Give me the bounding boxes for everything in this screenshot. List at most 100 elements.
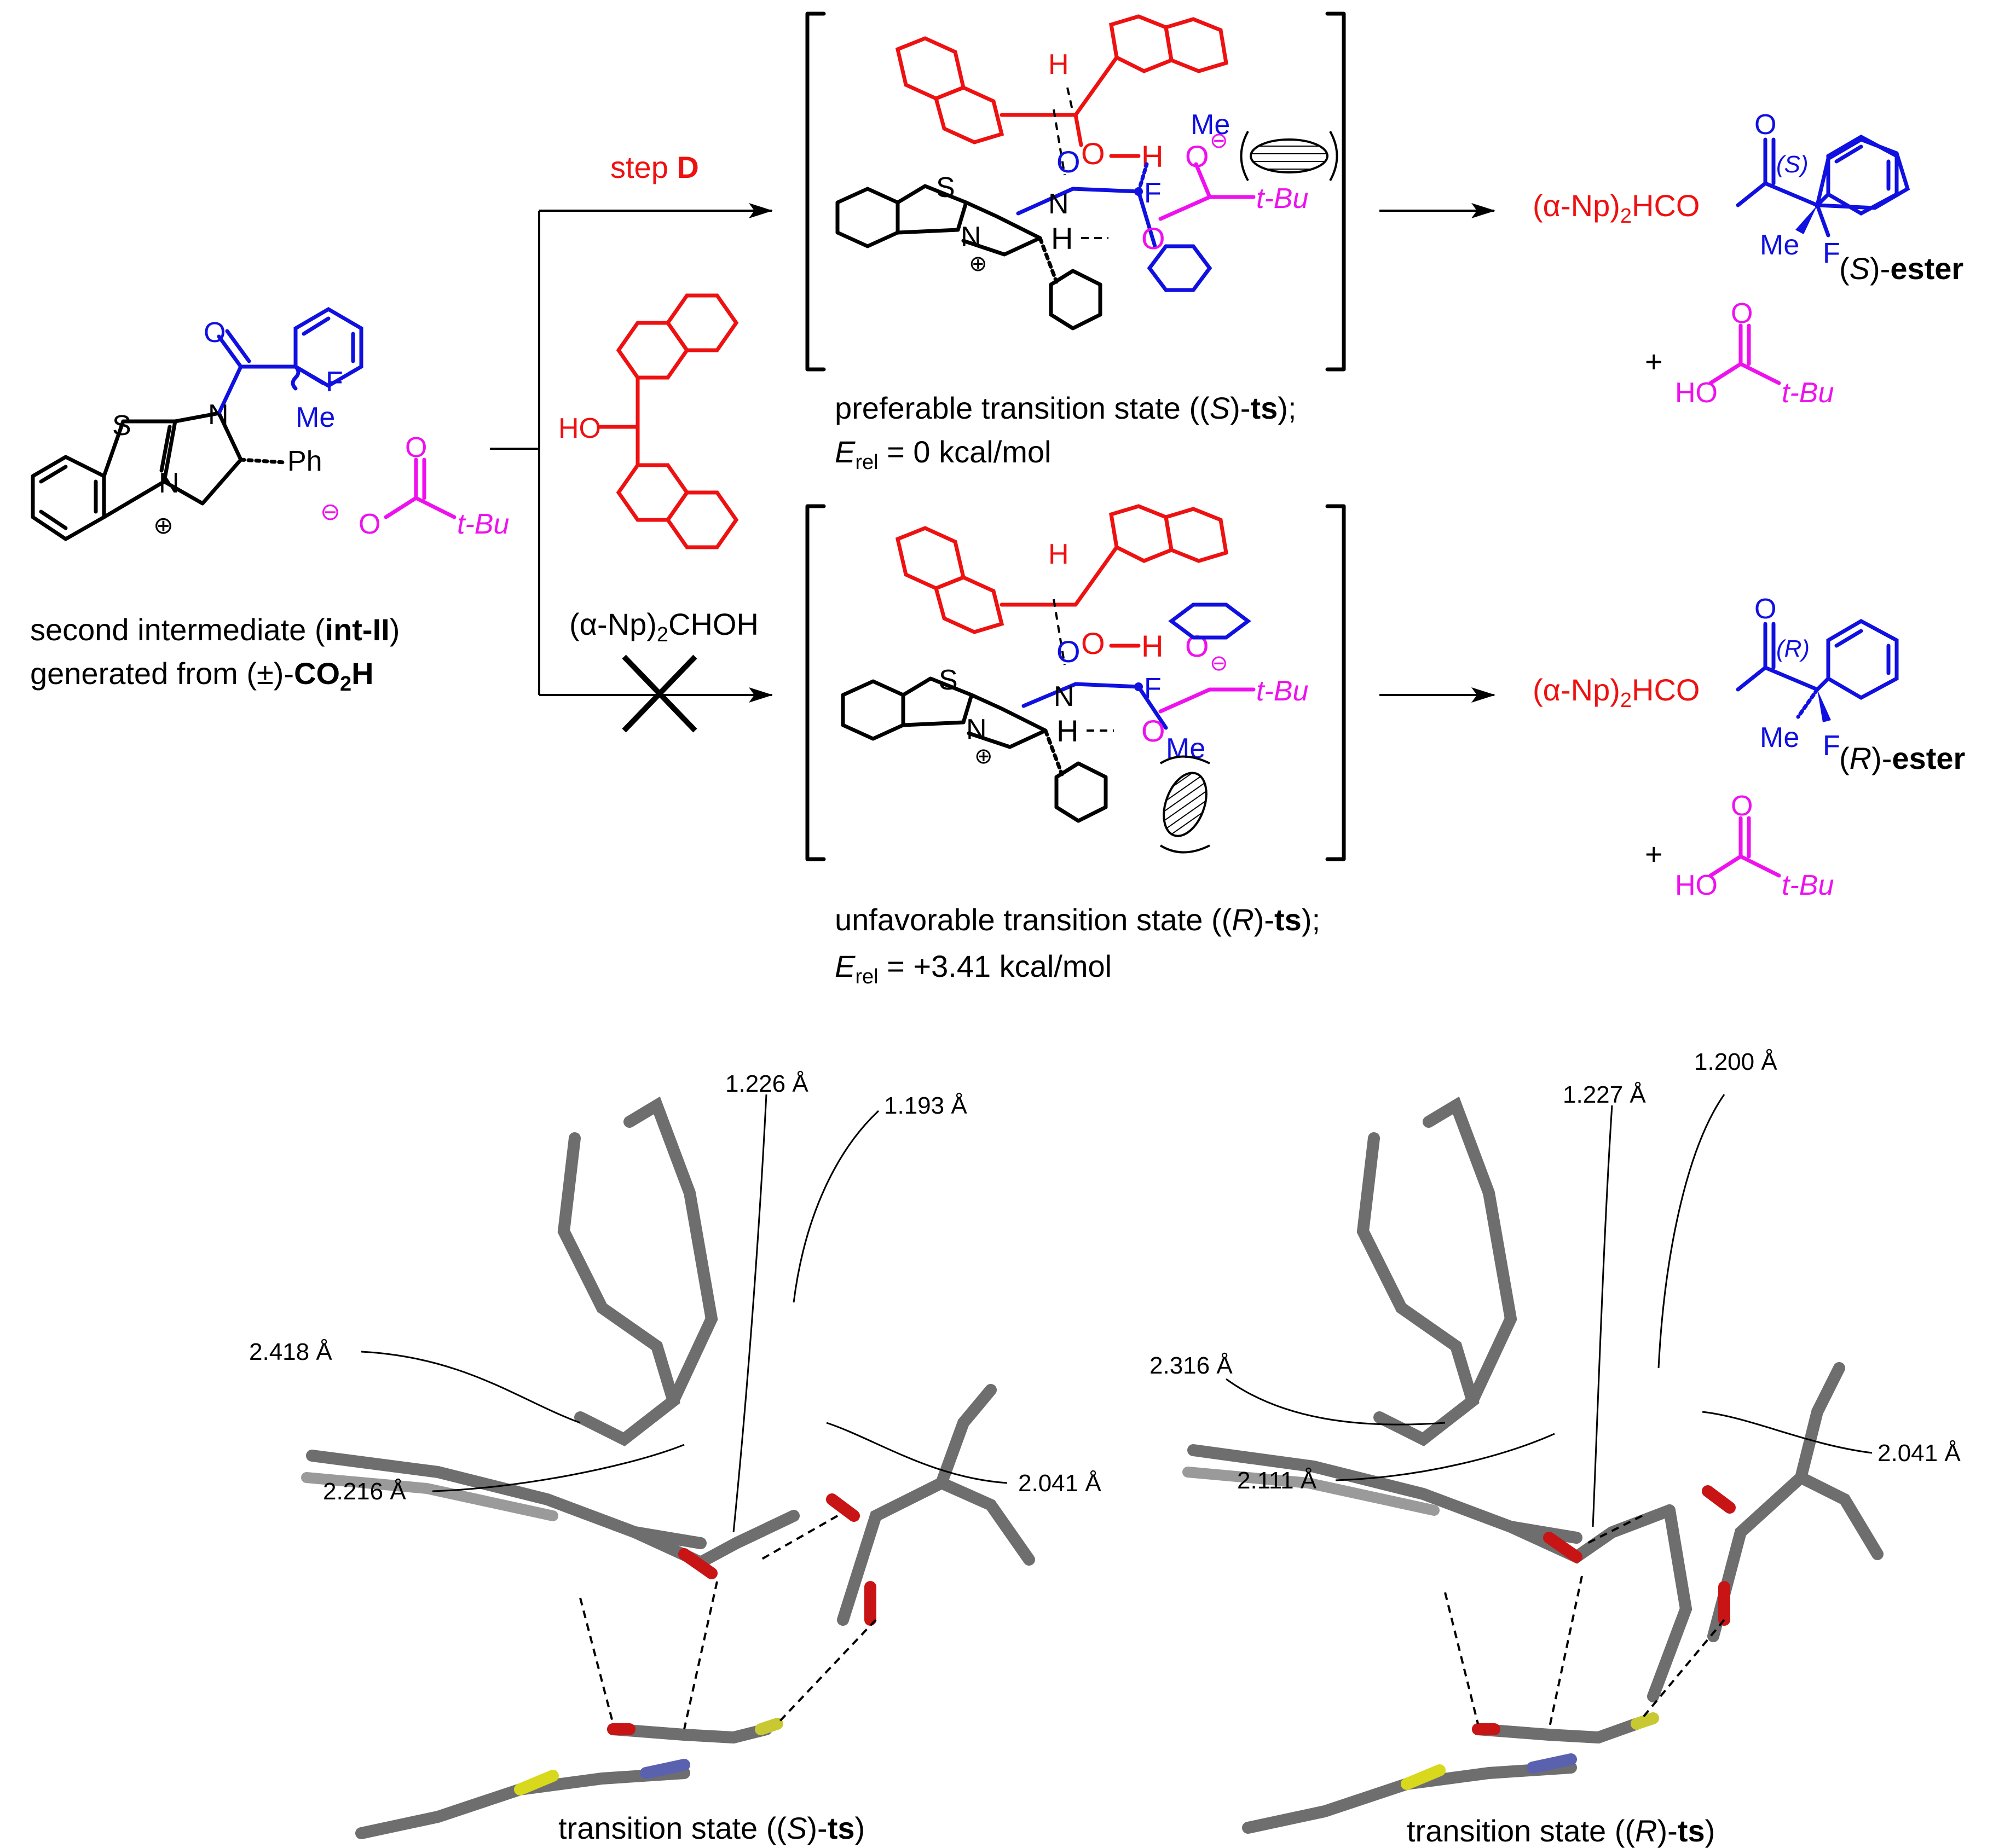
ts-top-S: S <box>936 172 955 204</box>
pS-stereo: (S) <box>1776 151 1809 178</box>
ts-bot-H-mid: H <box>1141 629 1163 663</box>
model-R-caption: transition state ((R)-ts) <box>1407 1814 1715 1848</box>
ts-top-O-H-dash <box>1053 109 1066 176</box>
mR-dist-1: 1.227 Å <box>1563 1081 1646 1108</box>
mR-acyl-rod <box>1472 1718 1643 1744</box>
mS-contact-2 <box>683 1581 718 1730</box>
ts-top-Ph-ring <box>1049 269 1102 331</box>
reagent-naph-bot-ring2 <box>665 490 739 549</box>
pS-F-bond <box>1815 203 1830 237</box>
mS-fluorine <box>755 1718 783 1735</box>
mR-naph-rod-4 <box>1182 1467 1440 1516</box>
ts-bot-minus-charge: ⊖ <box>1210 651 1228 675</box>
mS-sulfur <box>514 1770 559 1795</box>
ts-top-naph1b <box>933 85 1004 144</box>
ts-bot-O-low: O <box>1141 714 1165 748</box>
int-caption-line2: generated from (±)-CO2H <box>30 656 374 696</box>
pS-O-C <box>1736 181 1767 207</box>
ts-top-naph2a <box>1109 14 1174 73</box>
int-phenyl-d1 <box>302 316 331 336</box>
pR-label: (R)-ester <box>1839 741 1965 775</box>
int-piv-O-C <box>384 496 418 519</box>
ts-top-N2: N <box>961 221 981 253</box>
ts-top-CH-hash <box>1066 87 1074 113</box>
mS-naph-rod-4 <box>301 1472 558 1521</box>
model-R: 1.227 Å 1.200 Å 2.316 Å 2.111 Å 2.041 Å <box>1149 1048 1961 1834</box>
pS-wedge-Me <box>1795 205 1817 234</box>
ts-top-bracket-left <box>805 11 826 372</box>
pS-ester-group: (α-Np)2HCO <box>1533 188 1700 228</box>
ts-bot-cat-benzene <box>841 679 905 741</box>
pR-acid-tBu <box>1738 854 1781 878</box>
ts-top-H-low: H <box>1051 221 1073 256</box>
ts-top-tBu: t-Bu <box>1256 183 1308 215</box>
ts-top-plus: ⊕ <box>969 252 987 276</box>
int-S-label: S <box>112 410 131 442</box>
pR-wedge-F <box>1817 690 1831 722</box>
int-plus-charge: ⊕ <box>153 512 174 539</box>
int-piv-tBu: t-Bu <box>457 508 509 540</box>
mR-dist-5: 2.041 Å <box>1878 1440 1961 1467</box>
pS-phenyl <box>1826 134 1899 216</box>
mS-nitrogen <box>640 1759 690 1779</box>
ts-bot-plus: ⊕ <box>974 744 993 768</box>
reagent-naph-top-ring2 <box>665 293 739 352</box>
mS-naph-rod-1 <box>557 1132 680 1446</box>
pR-alpha <box>1763 665 1819 692</box>
reagent-HO-label: HO <box>558 413 601 444</box>
ts-bot-F: F <box>1144 673 1162 704</box>
ts-top-CH-naph2 <box>1073 55 1119 117</box>
int-Me-label: Me <box>296 402 335 433</box>
ts-bot-bracket-right <box>1325 504 1346 861</box>
int-Ph-label: Ph <box>287 445 322 477</box>
mR-core-rod <box>1505 1504 1676 1564</box>
ts-top-acyl-alpha <box>1071 187 1141 194</box>
reagent-naph-top-ring1 <box>616 321 690 380</box>
ts-bot-alpha-Me <box>1136 685 1168 730</box>
int-benzene-double2 <box>39 509 68 530</box>
ts-bot-caption: unfavorable transition state ((R)-ts); <box>835 902 1320 937</box>
pR-O-C <box>1736 665 1767 692</box>
pS-F: F <box>1823 237 1840 269</box>
int-piv-O-minus: O <box>359 508 380 540</box>
mS-leader-d3 <box>361 1351 581 1424</box>
ts-top-O-left: O <box>1056 144 1081 179</box>
pR-Me: Me <box>1760 722 1799 754</box>
ts-top-H-top: H <box>1048 49 1069 80</box>
pR-acid-O-C <box>1708 854 1743 878</box>
ts-bot-CH-naph2 <box>1073 545 1119 607</box>
ts-top-alpha-Ph <box>1136 189 1157 248</box>
pR-alpha-Ph <box>1815 676 1830 692</box>
ts-bot-naph1b <box>933 575 1004 634</box>
mR-dist-3: 2.316 Å <box>1149 1352 1233 1379</box>
pS-acid-tBu-label: t-Bu <box>1782 377 1834 409</box>
ts-top-F: F <box>1144 177 1162 209</box>
ts-top-energy: Erel = 0 kcal/mol <box>835 435 1052 474</box>
mR-naph-rod-2 <box>1423 1096 1517 1407</box>
ts-top-steric-clash <box>1250 138 1328 173</box>
ts-top-phenyl <box>1147 244 1212 292</box>
ts-top-O-low: O <box>1141 221 1165 256</box>
ts-top-caption: preferable transition state ((S)-ts); <box>835 391 1296 425</box>
pR-stereo: (R) <box>1776 635 1810 662</box>
mR-leader-d2 <box>1657 1094 1725 1369</box>
ts-bot-H-low: H <box>1056 714 1078 748</box>
int-carbonyl-double <box>225 329 251 363</box>
blocked-cross-b <box>622 654 697 733</box>
ts-top-C-O <box>1073 113 1083 147</box>
ts-bot-clash-arcs <box>1159 755 1210 854</box>
int-ph-hash <box>239 457 287 465</box>
pS-Me: Me <box>1760 229 1799 261</box>
mR-piv-oxygen <box>1702 1485 1736 1514</box>
pR-phenyl-d1 <box>1834 629 1863 648</box>
ts-top-cat-thiazole <box>896 184 968 235</box>
mR-nitrogen <box>1527 1753 1577 1774</box>
branch-arrows: step D <box>490 150 773 733</box>
mS-contact-1 <box>579 1597 614 1724</box>
pS-plus: + <box>1645 344 1663 379</box>
pS-O: O <box>1754 109 1776 141</box>
reagent-structure: HO (α-Np)2CHOH <box>558 293 759 646</box>
mR-phenyl-link <box>1647 1504 1692 1702</box>
mS-dist-1: 1.226 Å <box>725 1070 808 1097</box>
ts-bot-N1: N <box>1054 681 1075 712</box>
